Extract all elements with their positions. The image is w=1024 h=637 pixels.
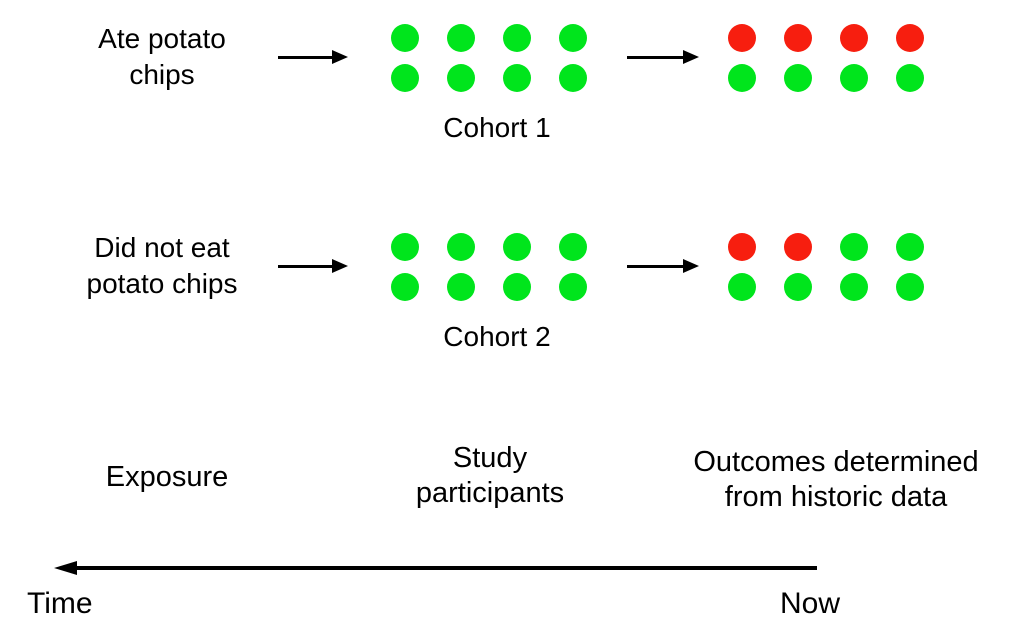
arrow-shaft: [627, 264, 686, 268]
green-dot: [503, 24, 531, 52]
dot-row: [728, 24, 924, 52]
green-dot: [391, 233, 419, 261]
exposure-group-1-label: Ate potato chips: [42, 21, 282, 93]
exposure-group-1-line1: Ate potato: [98, 23, 226, 54]
column-label-study-participants-line1: Study: [452, 442, 528, 474]
timeline-left-label: Time: [27, 587, 93, 620]
column-label-study-participants-line2: participants: [415, 477, 565, 509]
exposure-group-2-line1: Did not eat: [94, 232, 230, 263]
red-dot: [840, 24, 868, 52]
arrow-head: [332, 259, 348, 273]
green-dot: [896, 273, 924, 301]
arrow-left-icon: [54, 561, 77, 575]
green-dot: [559, 233, 587, 261]
green-dot: [447, 64, 475, 92]
cohort-1-label: Cohort 1: [443, 112, 551, 143]
arrow-right-icon: [627, 50, 699, 64]
green-dot: [447, 273, 475, 301]
green-dot: [559, 64, 587, 92]
dot-row: [728, 64, 924, 92]
arrow-shaft: [627, 55, 686, 59]
cohort-2-participants-dots: [391, 233, 587, 301]
cohort-1-participants-dots: [391, 24, 587, 92]
green-dot: [391, 24, 419, 52]
green-dot: [728, 64, 756, 92]
dot-row: [391, 24, 587, 52]
green-dot: [391, 273, 419, 301]
green-dot: [728, 273, 756, 301]
arrow-right-icon: [627, 259, 699, 273]
exposure-group-1-line2: chips: [129, 59, 195, 90]
dot-row: [391, 233, 587, 261]
cohort-2-label: Cohort 2: [443, 321, 551, 352]
timeline-arrow-shaft: [68, 566, 817, 570]
green-dot: [503, 273, 531, 301]
green-dot: [447, 233, 475, 261]
column-label-outcomes-line2: from historic data: [724, 481, 948, 513]
green-dot: [784, 64, 812, 92]
arrow-shaft: [278, 264, 335, 268]
column-label-outcomes: Outcomes determined from historic data: [661, 445, 1011, 515]
arrow-head: [683, 50, 699, 64]
dot-row: [728, 233, 924, 261]
arrow-head: [683, 259, 699, 273]
green-dot: [784, 273, 812, 301]
green-dot: [840, 233, 868, 261]
green-dot: [559, 273, 587, 301]
green-dot: [503, 233, 531, 261]
exposure-group-2-label: Did not eat potato chips: [42, 230, 282, 302]
cohort-1-outcomes-dots: [728, 24, 924, 92]
arrow-head: [332, 50, 348, 64]
green-dot: [896, 233, 924, 261]
red-dot: [784, 24, 812, 52]
timeline-right-label: Now: [779, 587, 840, 620]
dot-row: [391, 273, 587, 301]
column-label-study-participants: Study participants: [390, 441, 590, 511]
column-label-exposure: Exposure: [105, 461, 229, 493]
green-dot: [391, 64, 419, 92]
cohort-2-outcomes-dots: [728, 233, 924, 301]
arrow-shaft: [278, 55, 335, 59]
dot-row: [728, 273, 924, 301]
green-dot: [447, 24, 475, 52]
arrow-right-icon: [278, 50, 348, 64]
arrow-right-icon: [278, 259, 348, 273]
dot-row: [391, 64, 587, 92]
green-dot: [503, 64, 531, 92]
green-dot: [840, 273, 868, 301]
green-dot: [896, 64, 924, 92]
red-dot: [896, 24, 924, 52]
exposure-group-2-line2: potato chips: [86, 268, 238, 299]
green-dot: [559, 24, 587, 52]
column-label-outcomes-line1: Outcomes determined: [693, 446, 979, 478]
red-dot: [728, 233, 756, 261]
red-dot: [784, 233, 812, 261]
red-dot: [728, 24, 756, 52]
green-dot: [840, 64, 868, 92]
